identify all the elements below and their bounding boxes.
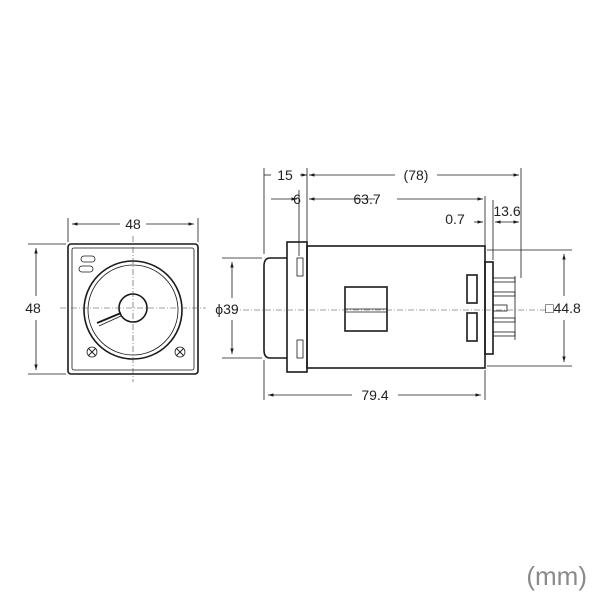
connector-pins bbox=[492, 276, 516, 340]
dim-15-label: 15 bbox=[277, 167, 293, 183]
front-width-label: 48 bbox=[125, 216, 141, 232]
dim-6-label: 6 bbox=[293, 191, 301, 207]
dim-78-label: (78) bbox=[404, 167, 429, 183]
front-view: 48 48 bbox=[25, 216, 206, 382]
latch-slot-upper bbox=[466, 274, 478, 304]
latch-slot-lower bbox=[466, 312, 478, 342]
dim-0-7-label: 0.7 bbox=[445, 211, 465, 227]
timer-body bbox=[306, 245, 486, 369]
dim-63-7-label: 63.7 bbox=[353, 191, 380, 207]
screw-left-icon bbox=[86, 346, 98, 358]
indicator-lamp bbox=[80, 255, 96, 263]
indicator-lamp-2 bbox=[78, 265, 94, 273]
rear-socket bbox=[484, 261, 494, 355]
dim-79-4-label: 79.4 bbox=[361, 387, 388, 403]
unit-label: (mm) bbox=[526, 561, 587, 591]
front-height-label: 48 bbox=[25, 300, 41, 316]
dial-pointer bbox=[96, 312, 122, 324]
dim-13-6-label: 13.6 bbox=[493, 203, 520, 219]
side-view: 15 (78) 6 63.7 0.7 13.6 ϕ39 □44.8 bbox=[215, 167, 581, 403]
dim-sq44-8-label: □44.8 bbox=[545, 300, 581, 316]
dim-phi39-label: ϕ39 bbox=[215, 301, 239, 317]
screw-right-icon bbox=[174, 346, 186, 358]
dial-cover bbox=[263, 257, 287, 359]
